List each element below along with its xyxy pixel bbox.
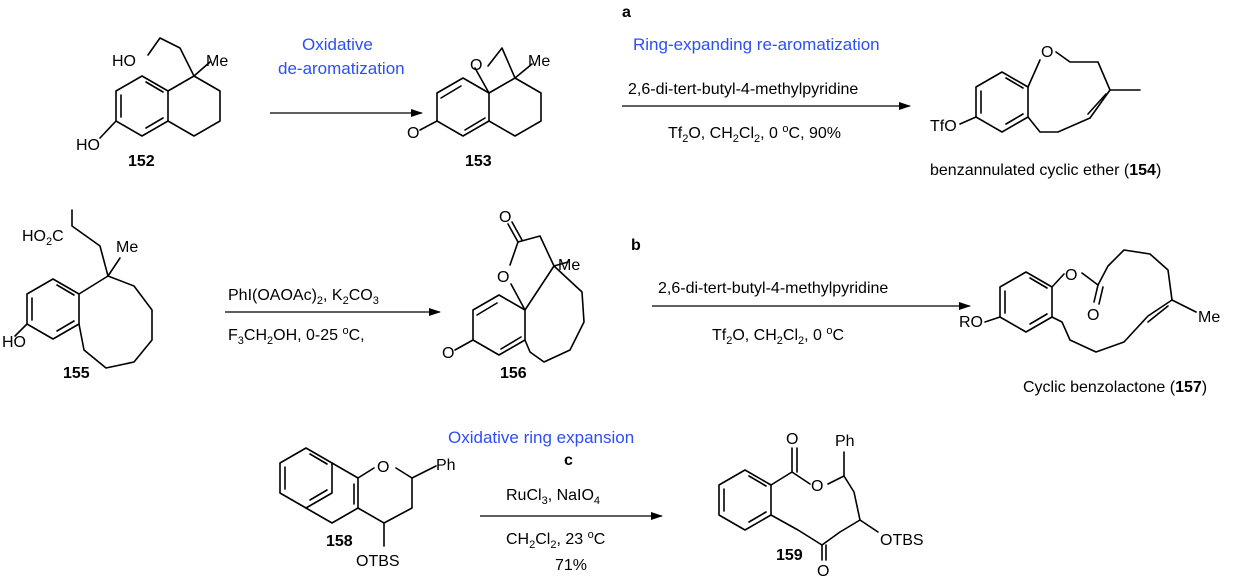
- arrow-title: Ring-expanding re-aromatization: [633, 35, 880, 54]
- atom-label: O: [407, 125, 419, 142]
- arrow-b2: 2,6-di-tert-butyl-4-methylpyridine Tf2O,…: [652, 280, 971, 347]
- compound-number: 152: [128, 153, 155, 170]
- compound-159: O O Ph OTBS O 159: [718, 431, 924, 580]
- atom-label: Me: [528, 53, 550, 70]
- atom-label: O: [1041, 44, 1053, 61]
- reagent-text: PhI(OAOAc)2, K2CO3: [228, 287, 379, 307]
- panel-c: Oxidative ring expansion c O Ph OTBS 158…: [279, 428, 924, 580]
- condition-text: F3CH2OH, 0-25 oC,: [228, 325, 365, 347]
- atom-label: Ph: [835, 433, 855, 450]
- atom-label: TfO: [930, 118, 957, 135]
- atom-label: O: [470, 57, 482, 74]
- arrow-title: Oxidative: [302, 35, 373, 54]
- atom-label: Me: [558, 257, 580, 274]
- atom-label: Me: [116, 239, 138, 256]
- atom-label: O: [811, 478, 823, 495]
- compound-number: 158: [326, 533, 353, 550]
- atom-label: O: [817, 563, 829, 580]
- atom-label: OTBS: [880, 532, 924, 549]
- atom-label: OTBS: [356, 553, 400, 570]
- condition-text: Tf2O, CH2Cl2, 0 oC: [712, 325, 844, 347]
- compound-152: HO Me HO 152: [76, 37, 228, 170]
- atom-label: RO: [959, 314, 983, 331]
- atom-label: HO: [2, 334, 26, 351]
- product-caption: benzannulated cyclic ether (154): [930, 162, 1161, 179]
- reagent-text: 2,6-di-tert-butyl-4-methylpyridine: [628, 81, 858, 98]
- arrow-title: de-aromatization: [278, 59, 405, 78]
- compound-153: O Me O 153: [407, 47, 550, 170]
- atom-label: HO: [112, 53, 136, 70]
- compound-number: 156: [500, 365, 527, 382]
- condition-text: Tf2O, CH2Cl2, 0 oC, 90%: [668, 123, 841, 145]
- arrow-b1: PhI(OAOAc)2, K2CO3 F3CH2OH, 0-25 oC,: [225, 287, 441, 347]
- atom-label: O: [377, 459, 389, 476]
- panel-letter-b: b: [631, 237, 641, 254]
- atom-label: Me: [206, 53, 228, 70]
- compound-157: O O Me RO Cyclic benzolactone (157): [959, 249, 1220, 396]
- panel-title-c: Oxidative ring expansion: [448, 428, 634, 447]
- compound-158: O Ph OTBS 158: [279, 447, 456, 570]
- panel-letter-c: c: [564, 452, 573, 469]
- compound-155: HO2C Me HO 155: [2, 209, 153, 382]
- atom-label: HO: [76, 137, 100, 154]
- arrow-c: RuCl3, NaIO4 CH2Cl2, 23 oC 71%: [480, 487, 663, 574]
- atom-label: Me: [1198, 309, 1220, 326]
- panel-b: b HO2C Me HO 155 PhI(OAOAc)2, K2CO3 F3CH…: [2, 209, 1220, 396]
- atom-label: O: [1065, 267, 1077, 284]
- compound-number: 159: [776, 547, 803, 564]
- atom-label: O: [499, 209, 511, 226]
- condition-text: CH2Cl2, 23 oC: [506, 529, 605, 551]
- atom-label: O: [497, 269, 509, 286]
- compound-156: O O Me O 156: [442, 209, 585, 382]
- reagent-text: RuCl3, NaIO4: [506, 487, 600, 507]
- atom-label: HO2C: [22, 228, 64, 248]
- compound-number: 153: [465, 153, 492, 170]
- atom-label: Ph: [436, 457, 456, 474]
- panel-a: a HO Me HO 152 Oxidative de-aromatizatio…: [76, 4, 1161, 179]
- compound-number: 155: [63, 365, 90, 382]
- reagent-text: 2,6-di-tert-butyl-4-methylpyridine: [658, 280, 888, 297]
- arrow-a1: Oxidative de-aromatization: [270, 35, 423, 117]
- atom-label: O: [786, 431, 798, 448]
- product-caption: Cyclic benzolactone (157): [1023, 379, 1207, 396]
- atom-label: O: [1087, 307, 1099, 324]
- panel-letter-a: a: [622, 4, 631, 21]
- atom-label: O: [442, 345, 454, 362]
- yield-text: 71%: [555, 557, 587, 574]
- arrow-a2: Ring-expanding re-aromatization 2,6-di-t…: [622, 35, 911, 145]
- compound-154: O TfO benzannulated cyclic ether (154): [930, 44, 1161, 179]
